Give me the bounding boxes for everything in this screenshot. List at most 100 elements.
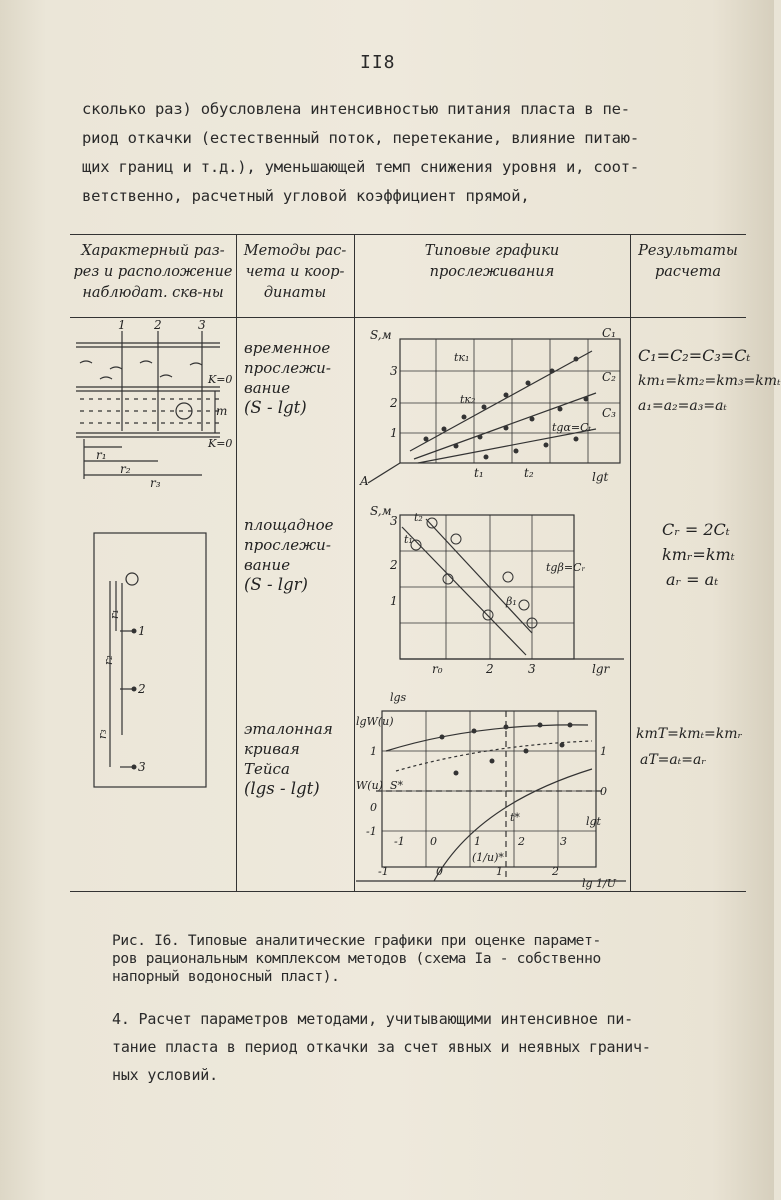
result-temporal-km: km₁=km₂=km₃=kmₜ (638, 373, 781, 389)
graph3-x-outer-tick-2: 0 (436, 865, 443, 878)
header-methods: Методы рас- чета и коор- динаты (243, 243, 347, 301)
section-paragraph: 4. Расчет параметров методами, учитывающ… (112, 1005, 752, 1089)
graph-temporal: S,м lgt C₁ C₂ C₃ 3 2 1 tк₁ tк₂ tgα=Cₜ t₁… (359, 326, 621, 488)
graph1-tg: tgα=Cₜ (552, 421, 592, 434)
graph1-y-tick-2: 2 (389, 396, 398, 410)
method-name: эталонная кривая Тейса (244, 720, 333, 778)
caption-line: Рис. I6. Типовые аналитические графики п… (112, 933, 601, 949)
graph2-x-tick-r0: r₀ (432, 662, 443, 676)
graph2-beta: β₁ (505, 595, 517, 608)
caption-line: ров рациональным комплексом методов (схе… (112, 951, 601, 967)
plan-well-3: 3 (138, 760, 146, 774)
result-areal-c: Cᵣ = 2Cₜ (662, 520, 730, 539)
method-name: площадное прослежи- вание (244, 516, 334, 574)
graph1-a: A (359, 474, 369, 488)
graph3-y-left-tick-m1: -1 (366, 825, 377, 838)
graph2-y-axis: S,м (370, 504, 392, 518)
header-divider (70, 317, 746, 318)
section-r3: r₃ (150, 476, 161, 490)
method-coords: (S - lgr) (244, 575, 308, 594)
graph1-c3: C₃ (602, 406, 616, 420)
graph3-x-inner-tick-2: 0 (430, 835, 437, 848)
intro-line: щих границ и т.д.), уменьшающей темп сни… (82, 158, 640, 176)
graph1-y-tick-3: 3 (390, 364, 398, 378)
graph3-x-axis-bottom: lg 1/U (582, 877, 617, 890)
graph3-x-inner-tick-5: 3 (560, 835, 567, 848)
graph2-x-axis: lgr (592, 662, 611, 676)
graph3-y-left-tick-0: 0 (370, 801, 377, 814)
graph3-s-label: S* (390, 779, 404, 792)
header-section: Характерный раз- рез и расположение набл… (73, 243, 233, 301)
graph2-x-tick-3: 3 (528, 662, 536, 676)
intro-line: сколько раз) обусловлена интенсивностью … (82, 100, 630, 118)
graph1-tk1: tк₁ (454, 351, 469, 364)
graph-theis: lgs lgW(u) lgt lg 1/U W(u) S* t* (1/u)* … (356, 691, 626, 890)
intro-line: риод откачки (естественный поток, перете… (82, 129, 640, 147)
section-drawing: 1 2 3 K=0 K=0 m r₁ r₂ r₃ 1 2 3 r₁ r₂ r₃ (76, 318, 232, 788)
graph3-x-outer-tick-4: 2 (551, 865, 559, 878)
plan-well-1: 1 (138, 624, 146, 638)
figure-table: Характерный раз- рез и расположение набл… (70, 234, 781, 892)
graph3-x-inner-tick-1: -1 (394, 835, 405, 848)
intro-paragraph: сколько раз) обусловлена интенсивностью … (82, 95, 722, 211)
section-line: тание пласта в период откачки за счет яв… (112, 1038, 651, 1056)
section-k0-bottom: K=0 (207, 437, 232, 450)
section-k0-top: K=0 (207, 373, 232, 386)
plan-r3: r₃ (96, 729, 109, 739)
graph3-x-inner-tick-3: 1 (474, 835, 481, 848)
section-well-3: 3 (198, 318, 206, 332)
graph3-x-axis: lgt (586, 815, 602, 828)
section-m: m (216, 404, 227, 418)
result-theis-km: kmT=kmₜ=kmᵣ (636, 726, 743, 742)
section-well-1: 1 (118, 318, 126, 332)
method-name: временное прослежи- вание (244, 339, 331, 397)
plan-r1: r₁ (108, 609, 121, 619)
intro-line: ветственно, расчетный угловой коэффициен… (82, 187, 530, 205)
graph3-y-axis-left: lgW(u) (356, 715, 394, 728)
method-areal: площадное прослежи- вание (S - lgr) (244, 515, 352, 595)
graph3-inv-u: (1/u)* (472, 851, 504, 864)
graph1-t2: t₂ (524, 466, 534, 480)
graph3-w-label: W(u) (356, 779, 383, 792)
graph3-y-right-tick-0: 0 (600, 785, 607, 798)
plan-well-2: 2 (137, 682, 146, 696)
method-theis: эталонная кривая Тейса (lgs - lgt) (244, 719, 352, 799)
graph2-t1: t₁ (404, 533, 413, 546)
column-divider (354, 235, 355, 891)
temporal-points (423, 356, 589, 460)
graph1-tk2: tк₂ (460, 393, 475, 406)
graph1-x-axis: lgt (592, 470, 609, 484)
column-divider (236, 235, 237, 891)
result-temporal-c: C₁=C₂=C₃=Cₜ (638, 346, 751, 365)
graph1-c2: C₂ (602, 370, 616, 384)
plan-r2: r₂ (102, 655, 115, 665)
column-divider (630, 235, 631, 891)
graph3-x-outer-tick-1: -1 (378, 865, 389, 878)
result-areal-km: kmᵣ=kmₜ (662, 545, 735, 564)
header-graphs: Типовые графики прослеживания (424, 243, 560, 280)
areal-points (410, 517, 538, 629)
graph1-t1: t₁ (474, 466, 484, 480)
graph2-annot: tgβ=Cᵣ (546, 561, 585, 574)
section-line: ных условий. (112, 1066, 218, 1084)
graph3-y-left-tick-1: 1 (370, 745, 377, 758)
graph2-x-tick-2: 2 (485, 662, 494, 676)
section-well-2: 2 (153, 318, 162, 332)
graph2-y-tick-1: 1 (390, 594, 398, 608)
section-r2: r₂ (120, 462, 131, 476)
graph1-c1: C₁ (602, 326, 616, 340)
graph3-x-outer-tick-3: 1 (496, 865, 503, 878)
page-number: II8 (360, 52, 396, 73)
result-theis-a: aT=aₜ=aᵣ (640, 752, 707, 768)
header-results: Результаты расчета (638, 243, 738, 280)
section-line: 4. Расчет параметров методами, учитывающ… (112, 1010, 634, 1028)
caption-line: напорный водоносный пласт). (112, 969, 340, 985)
graph3-y-axis-top: lgs (390, 691, 407, 704)
method-coords: (lgs - lgt) (244, 779, 320, 798)
graph2-y-tick-2: 2 (389, 558, 398, 572)
graph3-t-label: t* (510, 811, 520, 824)
result-temporal-a: a₁=a₂=a₃=aₜ (638, 398, 727, 414)
method-temporal: временное прослежи- вание (S - lgt) (244, 338, 352, 418)
graph2-y-tick-3: 3 (390, 514, 398, 528)
